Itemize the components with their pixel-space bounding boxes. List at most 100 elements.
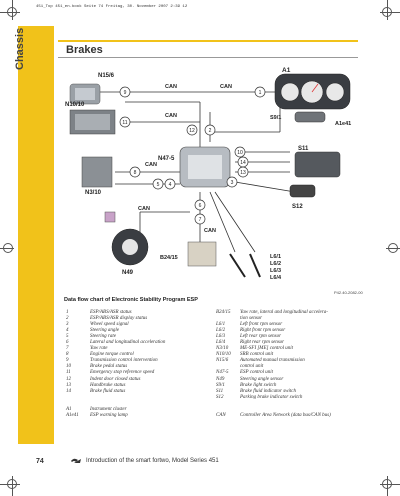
label-l6-3: L6/3 — [270, 268, 281, 274]
side-tab-label: Chassis — [14, 27, 26, 70]
callout-10: 10 — [234, 146, 246, 158]
label-n3-10: N3/10 — [85, 190, 102, 196]
svg-text:1: 1 — [259, 90, 262, 96]
legend-lt: Steering angle — [90, 328, 120, 334]
label-l6-2: L6/2 — [270, 261, 281, 267]
legend-lt: Emergency stop reference speed — [90, 370, 155, 376]
label-a1e41: A1e41 — [335, 121, 351, 127]
label-n47-5: N47-5 — [158, 156, 175, 162]
svg-text:11: 11 — [122, 120, 127, 126]
legend-rc: N49 — [216, 376, 225, 382]
legend-lt: Yaw rate — [90, 346, 108, 352]
legend-rc: S11 — [216, 388, 224, 394]
legend-rt: Steering angle sensor — [240, 376, 284, 382]
legend-lc: 1 — [66, 310, 69, 315]
a1-instrument-cluster — [274, 73, 351, 110]
side-tab — [18, 26, 54, 444]
legend-lc: 8 — [66, 352, 69, 358]
callout-5: 5 — [152, 178, 164, 190]
page-title: Brakes — [66, 44, 103, 56]
legend-rc: CAN — [216, 412, 226, 418]
legend-row: 11 Emergency stop reference speed N47-5 ESP… — [66, 370, 366, 376]
legend-rt: ME-SFI [ME] control unit — [240, 346, 294, 352]
svg-text:7: 7 — [199, 217, 202, 223]
legend-lt: Wheel speed signal — [90, 322, 129, 328]
legend-rt: tion sensor — [240, 316, 263, 322]
n15-6-transmission-unit — [69, 83, 101, 105]
legend-lt: ESP/ABS/ASR display status — [90, 316, 148, 322]
legend-lt: Instrument cluster — [90, 406, 127, 412]
svg-text:13: 13 — [240, 170, 246, 176]
running-header: 451_Top 451_en.book Seite 74 Freitag, 30… — [36, 5, 188, 9]
legend-lt: Transmission control intervention — [90, 358, 158, 364]
legend-rc: L6/3 — [216, 334, 226, 340]
figure-reference: P42.40-2082-00 — [334, 290, 363, 295]
s12-parking-brake-switch — [289, 184, 316, 198]
label-s11: S11 — [298, 146, 309, 152]
title-rule — [58, 57, 358, 58]
legend-rc: B24/15 — [216, 310, 231, 315]
smart-logo-icon — [71, 458, 81, 463]
callout-1: 1 — [254, 86, 266, 98]
legend-lt: Brake fluid status — [90, 388, 126, 394]
legend-lt: Steering rate — [90, 334, 116, 340]
esp-data-flow-diagram: N15/6 A1 N10/10 S9/1 A1e41 N47-5 S11 N3/… — [65, 67, 351, 281]
can-label: CAN — [145, 162, 157, 168]
b24-15-yaw-rate-sensor — [187, 241, 217, 267]
legend-table: 1 ESP/ABS/ASR status B24/15 Yaw rate, later… — [66, 310, 366, 419]
legend-rc: N15/6 — [216, 358, 229, 364]
label-s9-1: S9/1 — [270, 115, 281, 121]
legend-lc: 4 — [66, 328, 69, 334]
callout-14: 14 — [237, 156, 249, 168]
legend-lc: 12 — [66, 376, 71, 382]
label-b24-15: B24/15 — [160, 255, 178, 261]
legend-rc: N47-5 — [216, 370, 229, 376]
svg-text:3: 3 — [231, 180, 234, 186]
legend-lt: Engine torque control — [90, 352, 134, 358]
legend-rc: N10/10 — [216, 352, 231, 358]
svg-text:14: 14 — [240, 160, 246, 166]
svg-text:4: 4 — [169, 182, 172, 188]
callout-11: 11 — [119, 116, 131, 128]
label-n49: N49 — [122, 270, 134, 276]
legend-rt: Parking brake indicator switch — [240, 394, 303, 400]
title-accent — [58, 40, 358, 42]
footer-text: Introduction of the smart fortwo, Model … — [86, 458, 219, 464]
can-label: CAN — [204, 228, 216, 234]
can-label: CAN — [165, 84, 177, 90]
callout-8: 8 — [129, 166, 141, 178]
legend-rc: S9/1 — [216, 382, 225, 388]
label-n10-10: N10/10 — [65, 102, 85, 108]
legend-rc: L6/2 — [216, 328, 226, 334]
legend-lc: 2 — [66, 316, 69, 322]
legend-lt: ESP/ABS/ASR status — [90, 310, 132, 315]
legend-rt: Brake light switch — [240, 382, 277, 388]
legend-rc: L6/1 — [216, 322, 226, 328]
legend-lc: 3 — [66, 322, 69, 328]
legend-rt: Automated manual transmission — [240, 358, 305, 364]
n49-steering-angle-sensor — [111, 228, 149, 266]
legend-rt: Yaw rate, lateral and longitudinal accel… — [240, 310, 328, 315]
legend-rt: ESP control unit — [240, 370, 274, 376]
legend-row: 2 ESP/ABS/ASR display status tion sensor — [66, 316, 366, 322]
legend-lc: 11 — [66, 370, 71, 376]
legend-lc: 10 — [66, 364, 71, 370]
legend-lt: Brake pedal status — [90, 364, 128, 370]
s11-brake-fluid-switch — [294, 151, 341, 178]
s9-1-brake-light-switch — [294, 111, 326, 123]
svg-text:12: 12 — [189, 128, 195, 134]
can-label: CAN — [138, 206, 150, 212]
svg-text:9: 9 — [124, 90, 127, 96]
callout-4: 4 — [164, 178, 176, 190]
figure-caption: Data flow chart of Electronic Stability … — [64, 297, 198, 303]
svg-text:6: 6 — [199, 203, 202, 209]
